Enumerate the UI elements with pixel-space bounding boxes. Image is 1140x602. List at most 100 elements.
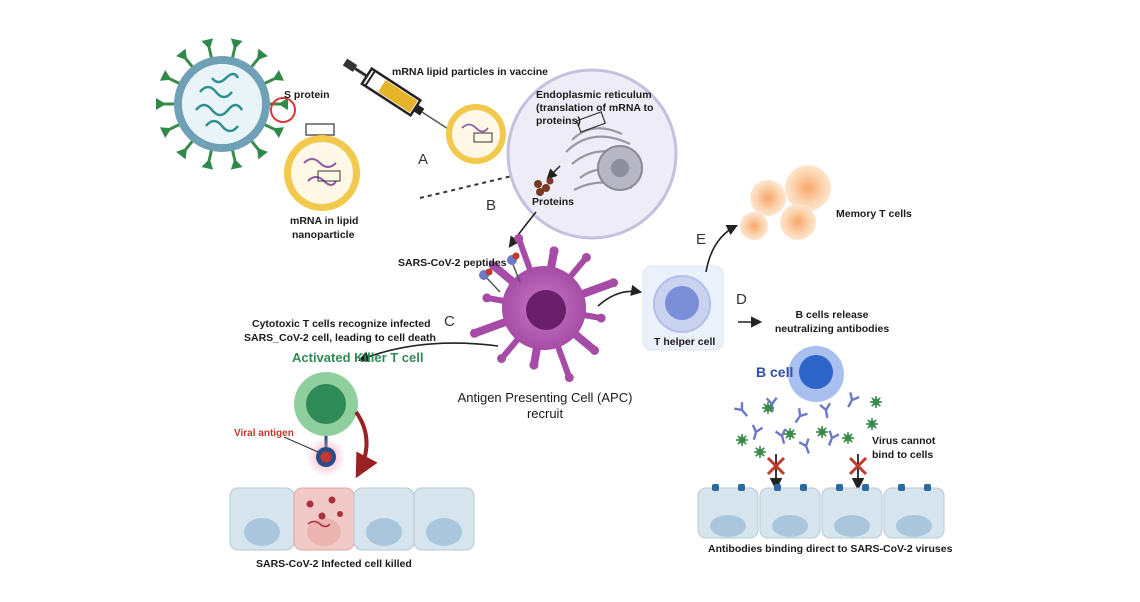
apc-dendrite [573,278,618,300]
apc-dendrite-tip [609,278,619,288]
antibody-icon [794,408,808,424]
apc-dendrite-tip [482,293,492,303]
t-helper-label: T helper cell [654,336,715,348]
virion-icon [754,446,766,458]
b-release-label-1: B cells release [796,309,869,321]
viral-antigen-pointer [283,436,319,453]
spike-head [159,127,172,139]
antibody-icon [847,392,860,408]
proteins-label: Proteins [532,196,574,208]
apc-dendrite [515,235,535,278]
b-cell [788,346,844,402]
antibody-icon [774,428,787,445]
virion-icon [784,428,796,440]
protein-blobs [534,177,554,196]
er-label-3: proteins) [536,115,581,127]
infected-killed-label: SARS-CoV-2 Infected cell killed [256,558,412,570]
apc-dendrite [470,316,515,338]
apc-dendrite-tip [549,246,559,256]
antibody-icon [798,438,810,454]
apc-dendrite-tip [488,261,498,271]
arrow-c [357,342,499,362]
apc-dendrite [553,338,573,381]
virion-icon [736,434,748,446]
apc-dendrite-tip [596,313,606,323]
spike-head [256,147,268,160]
killer-t-cell [294,372,358,448]
antigen-presenting-cell [469,233,619,383]
antibody-icon [751,424,764,441]
memory-t-cells [740,165,831,240]
arrow-e [705,224,739,273]
infected-virions [306,496,343,520]
mrna-vaccine-label: mRNA lipid particles in vaccine [392,66,548,78]
sars-cov-2-peptides [479,252,521,293]
step-b-label: B [486,197,496,214]
apc-dendrite-tip [590,345,600,355]
apc-dendrite-tip [581,252,591,262]
antibodies-and-virions [734,392,882,458]
spike-head [230,38,243,50]
dotted-link [419,175,513,199]
virion-icon [870,396,882,408]
arrow-b [508,211,537,248]
syringe-icon [342,58,453,133]
virion-icon [762,402,774,414]
spike-head [230,158,243,170]
cytotoxic-label-2: SARS_CoV-2 cell, leading to cell death [244,332,436,344]
spike-head [156,98,166,110]
er-label-2: (translation of mRNA to [536,102,653,114]
t-helper-cell [642,265,724,351]
virus-spikes [156,38,288,170]
ace2-receptor [774,484,781,491]
apc-dendrite-tip [564,373,574,383]
cell-nucleus [710,515,746,537]
virus-cannot-label-2: bind to cells [872,449,933,461]
killer-t-label: Activated Killer T cell [292,350,424,365]
ace2-receptor [924,484,931,491]
mrna-box [305,123,335,136]
cytotoxic-label-1: Cytotoxic T cells recognize infected [252,318,431,330]
step-d-label: D [736,291,747,308]
s-protein-highlight [270,97,296,123]
virus-cannot-label-1: Virus cannot [872,435,936,447]
ace2-receptor [898,484,905,491]
antibodies-binding-label: Antibodies binding direct to SARS-CoV-2 … [708,543,953,555]
s-protein-label: S protein [284,89,330,101]
vaccine-lipid-particle [446,104,506,164]
sars-peptides-label: SARS-CoV-2 peptides [398,257,507,269]
antibody-icon [827,430,840,446]
ace2-receptor [862,484,869,491]
apc-label-2: recruit [527,406,564,421]
mrna-nanoparticle-label-2: nanoparticle [292,229,355,241]
virion-icon [866,418,878,430]
host-cell [506,68,678,240]
cell-nucleus [772,515,808,537]
spike-head [272,69,285,81]
step-e-label: E [696,231,706,248]
spike-head [176,147,188,160]
spike-head [159,69,172,81]
blocked-binding-right [848,454,868,491]
cell-nucleus [896,515,932,537]
step-c-label: C [444,313,455,330]
ace2-receptor [800,484,807,491]
spike-head [201,158,214,170]
apc-dendrite-tip [514,233,524,243]
sars-cov-2-virus [156,38,288,170]
spike-head [256,48,268,61]
spike-head [272,127,285,139]
memory-t-label: Memory T cells [836,208,912,220]
cell-nucleus [834,515,870,537]
antibody-icon [819,402,832,419]
b-release-label-2: neutralizing antibodies [775,323,890,335]
apc-dendrite-tip [497,354,507,364]
virion-icon [842,432,854,444]
step-a-label: A [418,151,428,168]
spike-head [201,38,214,50]
mrna-nanoparticle-label-1: mRNA in lipid [290,215,358,227]
viral-antigen-complex [306,437,346,477]
ace2-receptor [836,484,843,491]
